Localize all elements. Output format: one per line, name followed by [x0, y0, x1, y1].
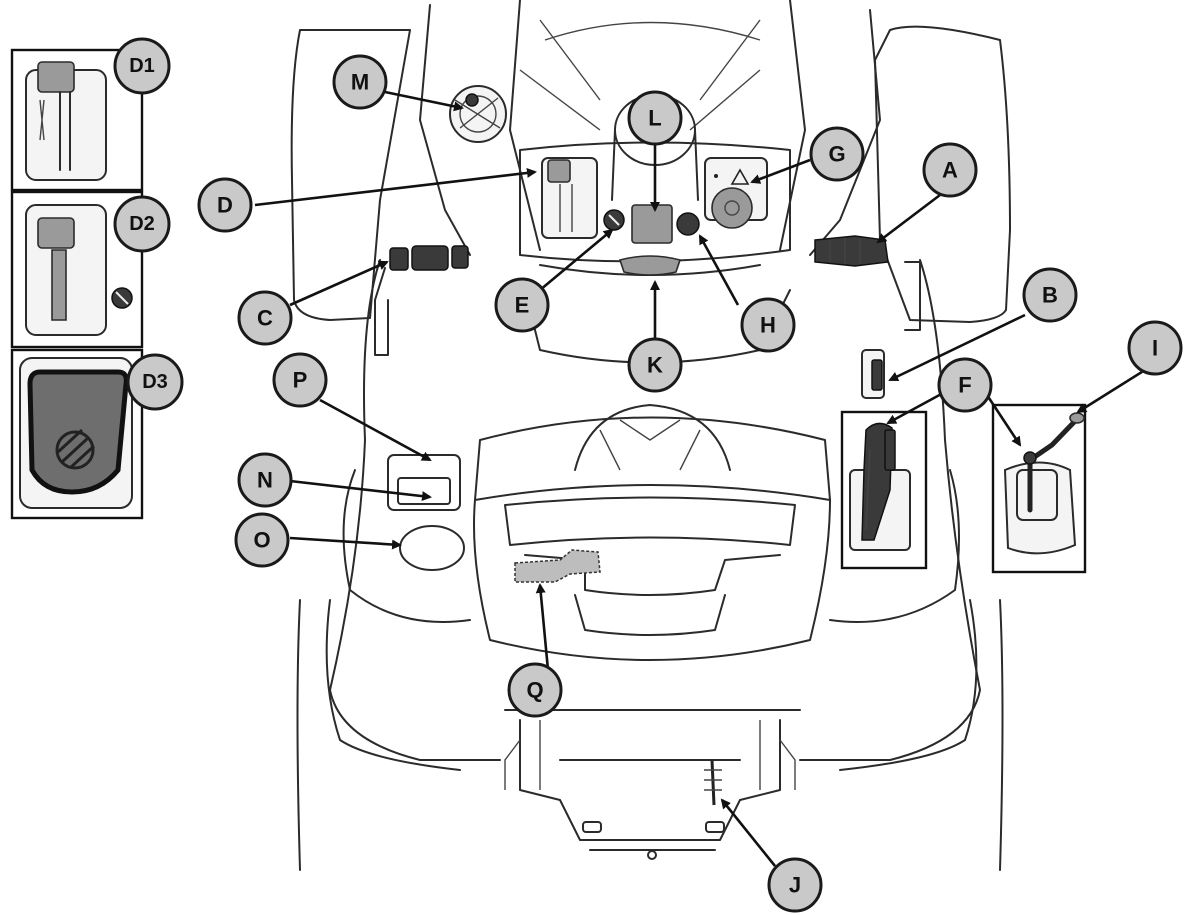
callout-n: N: [237, 452, 293, 508]
svg-text:I: I: [1152, 336, 1158, 361]
leader-lines: [254, 90, 1146, 867]
svg-text:O: O: [253, 528, 270, 553]
callout-d3: D3: [126, 353, 184, 411]
callout-k: K: [627, 337, 683, 393]
left-handle-controls: [389, 245, 469, 271]
svg-text:D3: D3: [142, 371, 168, 393]
svg-text:G: G: [828, 142, 845, 167]
svg-text:D: D: [217, 193, 233, 218]
svg-text:E: E: [515, 293, 530, 318]
svg-text:J: J: [789, 873, 801, 898]
callout-i: I: [1127, 320, 1183, 376]
svg-text:H: H: [760, 313, 776, 338]
svg-text:P: P: [293, 368, 308, 393]
callout-q: Q: [507, 662, 563, 718]
svg-text:A: A: [942, 158, 958, 183]
drive-lever-box: [840, 410, 928, 570]
callout-o: O: [234, 512, 290, 568]
callout-f: F: [937, 357, 993, 413]
callout-p: P: [272, 352, 328, 408]
callout-d2: D2: [113, 195, 171, 253]
callout-c: C: [237, 290, 293, 346]
ignition-panel: [704, 157, 768, 229]
inset-d3: [10, 348, 144, 520]
callout-h: H: [740, 297, 796, 353]
callout-d1: D1: [113, 37, 171, 95]
svg-text:F: F: [958, 373, 971, 398]
callout-d: D: [197, 177, 253, 233]
mow-height-rod: [704, 759, 722, 806]
callout-g: G: [809, 126, 865, 182]
fuel-cap: [449, 85, 507, 143]
callout-l: L: [627, 90, 683, 146]
seat-adjust-lever: [514, 549, 601, 583]
choke-knob: [603, 209, 625, 231]
display-panel: [631, 204, 673, 244]
svg-text:K: K: [647, 353, 663, 378]
svg-text:M: M: [351, 70, 369, 95]
throttle-lever: [541, 157, 598, 239]
svg-text:N: N: [257, 468, 273, 493]
callout-b: B: [1022, 267, 1078, 323]
pto-switch: [676, 212, 700, 236]
blade-lift-switch: [861, 349, 885, 399]
callout-a: A: [922, 142, 978, 198]
svg-text:L: L: [648, 106, 661, 131]
callout-m: M: [332, 54, 388, 110]
callout-e: E: [494, 277, 550, 333]
svg-text:D2: D2: [129, 213, 155, 235]
svg-text:D1: D1: [129, 55, 155, 77]
svg-text:C: C: [257, 306, 273, 331]
svg-text:B: B: [1042, 283, 1058, 308]
hour-meter: [618, 255, 682, 276]
svg-text:Q: Q: [526, 678, 543, 703]
callout-j: J: [767, 857, 823, 913]
right-handle-controls: [814, 235, 889, 267]
parking-brake-inset: [991, 403, 1087, 574]
